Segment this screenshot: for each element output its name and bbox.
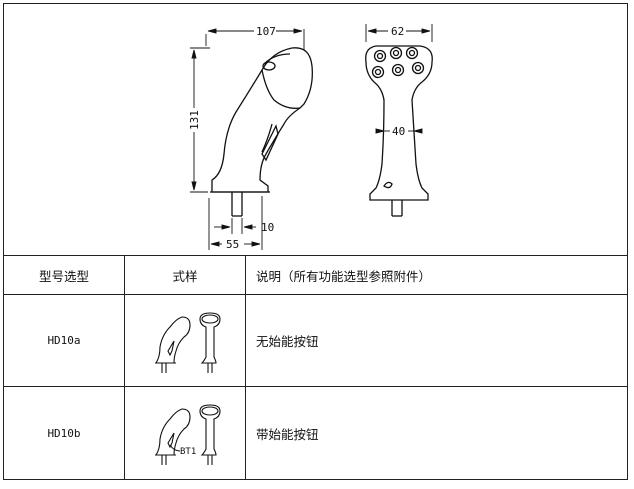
table-row: HD10b BT1 带始能按钮 [4, 387, 627, 479]
front-view-dimensions [365, 24, 433, 134]
dim-stem: 10 [261, 221, 274, 234]
header-description: 说明（所有功能选型参照附件） [256, 268, 432, 284]
dim-grip-width: 40 [392, 125, 405, 138]
side-view-dimensions [190, 28, 305, 250]
header-style: 式样 [125, 256, 246, 294]
description-cell: 带始能按钮 [256, 426, 319, 442]
style-thumbnail [125, 295, 246, 386]
dimension-drawing: 107 131 10 55 [4, 4, 627, 256]
model-cell: HD10a [4, 295, 125, 386]
hd10a-thumbnail-svg [154, 311, 221, 373]
hd10b-thumbnail-svg: BT1 [154, 404, 221, 465]
dim-height: 131 [188, 110, 201, 130]
description-cell: 无始能按钮 [256, 334, 319, 349]
side-view-handle [210, 47, 313, 217]
front-view-handle [365, 45, 433, 217]
spec-sheet: 107 131 10 55 [3, 3, 628, 480]
header-model: 型号选型 [4, 256, 125, 294]
dim-base: 55 [226, 238, 239, 251]
dim-top-width: 62 [391, 25, 404, 38]
callout-bt1: BT1 [180, 447, 196, 457]
dim-width-top: 107 [256, 25, 276, 38]
table-row: HD10a 无始能按钮 [4, 295, 627, 387]
model-cell: HD10b [4, 387, 125, 479]
model-table: 型号选型 式样 说明（所有功能选型参照附件） HD10a [4, 256, 627, 479]
joystick-drawing-svg: 107 131 10 55 [188, 24, 433, 251]
table-header-row: 型号选型 式样 说明（所有功能选型参照附件） [4, 256, 627, 295]
style-thumbnail: BT1 [125, 387, 246, 479]
